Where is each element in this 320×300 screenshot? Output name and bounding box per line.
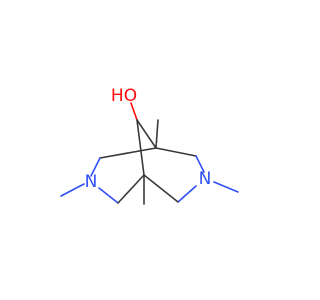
atom-label-nitrogen-left: N	[85, 172, 98, 192]
bond-c4-c5	[117, 174, 145, 204]
bond-c9-c5	[136, 119, 145, 176]
bond-c1-c2	[99, 147, 157, 159]
bond-c2-n3	[90, 157, 101, 177]
bond-c9-c1	[136, 119, 157, 149]
bond-group	[60, 102, 239, 205]
atom-label-nitrogen-right: N	[199, 169, 212, 189]
bond-c9-o	[130, 102, 138, 121]
bond-c6-c5	[143, 174, 179, 203]
bond-n7-c6	[177, 185, 197, 203]
bond-c1-c8	[155, 147, 197, 157]
bond-n3-c4	[98, 187, 119, 204]
bond-n7-methyl	[213, 181, 239, 193]
molecule-diagram: HO N N	[60, 86, 239, 205]
bond-c8-n7	[195, 155, 205, 173]
bond-n3-methyl	[60, 183, 85, 197]
atom-label-hydroxyl: HO	[111, 86, 137, 106]
atom-label-group: HO N N	[85, 86, 212, 192]
bond-c1-methyl	[155, 119, 159, 149]
